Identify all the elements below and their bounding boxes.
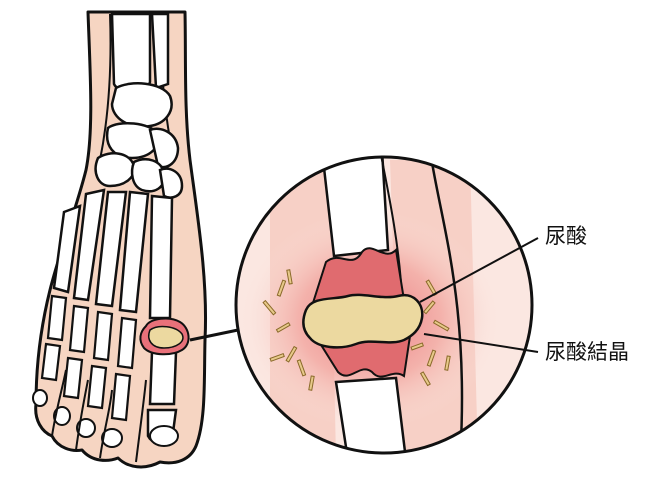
joint-magnified-icon: [234, 155, 534, 455]
uric-acid-leader: [419, 237, 539, 303]
uric-acid-crystal-leader: [423, 333, 539, 353]
magnify-connector: [189, 328, 239, 342]
uric-acid-deposit: [302, 293, 424, 349]
gout-joint-marker: [139, 317, 190, 356]
uric-acid-crystal-label: 尿酸結晶: [545, 340, 629, 364]
uric-acid-crystals: [262, 269, 451, 391]
uric-acid-label: 尿酸: [545, 224, 587, 248]
foot-skeleton-icon: [32, 10, 208, 469]
